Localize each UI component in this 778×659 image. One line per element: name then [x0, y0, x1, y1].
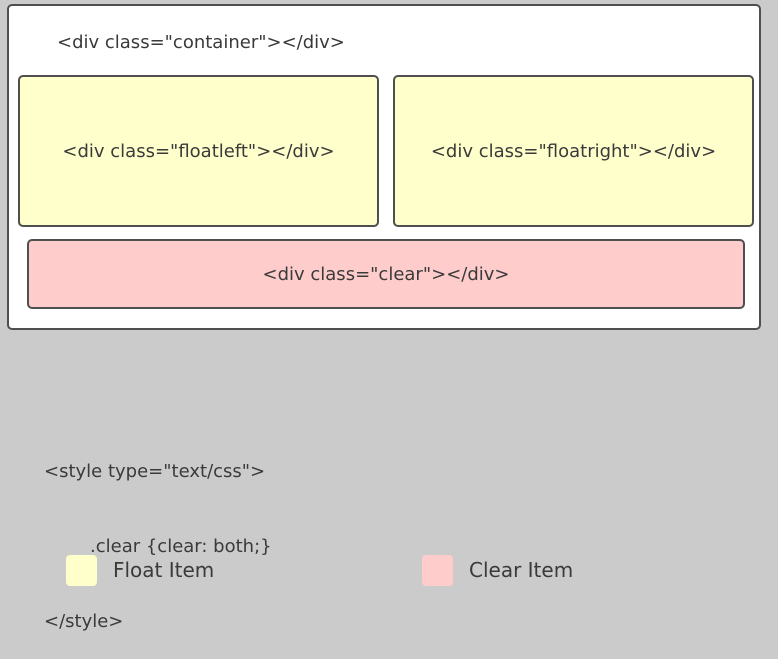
legend-float-label: Float Item [113, 558, 215, 582]
clear-label: <div class="clear"></div> [262, 263, 510, 285]
legend-clear-label: Clear Item [469, 558, 574, 582]
legend-clear-item: Clear Item [422, 554, 573, 586]
code-line-style-open: <style type="text/css"> [44, 461, 266, 482]
container-label: <div class="container"></div> [57, 32, 345, 53]
code-line-clear-rule: .clear {clear: both;} [90, 536, 272, 557]
code-line-style-close: </style> [44, 611, 124, 632]
floatleft-box: <div class="floatleft"></div> [18, 75, 379, 227]
legend-float-swatch [66, 554, 97, 586]
floatright-label: <div class="floatright"></div> [430, 140, 717, 162]
floatright-box: <div class="floatright"></div> [393, 75, 754, 227]
css-code-block: <style type="text/css"> .clear {clear: b… [44, 409, 272, 659]
legend-clear-swatch [422, 554, 453, 586]
clear-box: <div class="clear"></div> [27, 239, 745, 309]
floatleft-label: <div class="floatleft"></div> [62, 140, 335, 162]
legend-float-item: Float Item [66, 554, 214, 586]
